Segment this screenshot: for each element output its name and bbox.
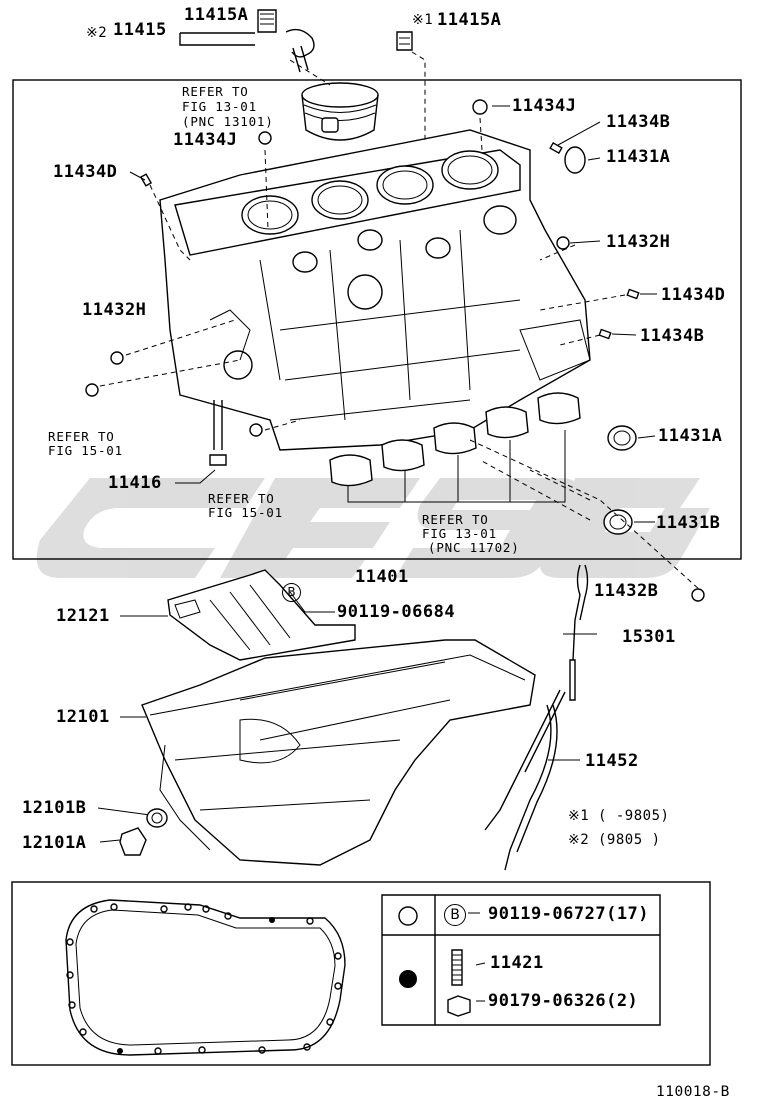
block-assembly-frame — [12, 79, 742, 560]
oil-jet-illustration — [257, 9, 413, 73]
note-2-range: (9805 ) — [598, 832, 661, 848]
part-label-11434d-left: 11434D — [53, 162, 118, 182]
figure-code: 110018-B — [656, 1084, 730, 1100]
part-label-11432h-left: 11432H — [82, 300, 147, 320]
part-label-11415a-right: 11415A — [437, 10, 502, 30]
nut-icon — [447, 995, 471, 1017]
ref-fig-13-01-b-line2: FIG 13-01 — [422, 526, 497, 541]
part-label-15301: 15301 — [622, 627, 676, 647]
part-label-12101: 12101 — [56, 707, 110, 727]
note-mark-2: ※2 — [86, 25, 108, 41]
part-label-11415a-left: 11415A — [184, 5, 249, 25]
part-label-11431a-top: 11431A — [606, 147, 671, 167]
part-label-11431b: 11431B — [656, 513, 721, 533]
ref-fig-15-01-a-line1: REFER TO — [48, 429, 115, 444]
part-label-12121: 12121 — [56, 606, 110, 626]
part-label-11432b: 11432B — [594, 581, 659, 601]
ref-fig-13-01-b-line3: (PNC 11702) — [428, 540, 520, 555]
ref-fig-13-01-line2: FIG 13-01 — [182, 99, 257, 114]
part-label-11434d-right: 11434D — [661, 285, 726, 305]
legend-part-11421: 11421 — [490, 953, 544, 973]
bearing-shells-illustration — [329, 392, 581, 487]
part-label-90119-06684: 90119-06684 — [337, 602, 456, 622]
filled-hole-symbol — [399, 970, 417, 988]
note-2-mark: ※2 — [568, 832, 590, 848]
gasket-illustration — [65, 899, 346, 1056]
legend-leaders — [468, 912, 486, 1002]
legend-table — [381, 894, 661, 1026]
ref-fig-15-01-b-line1: REFER TO — [208, 491, 275, 506]
baffle-plate-illustration — [167, 569, 356, 661]
ref-fig-13-01-line3: (PNC 13101) — [182, 114, 274, 129]
part-label-11434j-left: 11434J — [173, 130, 238, 150]
part-label-12101b: 12101B — [22, 798, 87, 818]
bolt-marker-b: B — [282, 583, 301, 602]
ref-fig-15-01-a-line2: FIG 15-01 — [48, 443, 123, 458]
seals-illustration — [85, 99, 705, 602]
part-label-12101a: 12101A — [22, 833, 87, 853]
piston-illustration — [301, 82, 379, 141]
part-label-11434j-top: 11434J — [512, 96, 577, 116]
note-1-mark: ※1 — [568, 808, 590, 824]
part-label-11415: 11415 — [113, 20, 167, 40]
drain-plug-illustration — [119, 808, 168, 856]
legend-bolt-marker-b: B — [444, 904, 466, 926]
part-label-11431a-mid: 11431A — [658, 426, 723, 446]
ref-fig-15-01-b-line2: FIG 15-01 — [208, 505, 283, 520]
note-mark-1: ※1 — [412, 12, 434, 28]
cylinder-block-illustration — [159, 129, 591, 451]
dipstick-illustration — [484, 564, 589, 871]
part-label-11434b-top: 11434B — [606, 112, 671, 132]
gasket-legend-frame — [11, 881, 711, 1066]
leader-lines — [97, 32, 701, 843]
note-1-range: ( -9805) — [598, 808, 670, 824]
stud-icon — [451, 949, 463, 986]
part-label-11434b-right: 11434B — [640, 326, 705, 346]
assembly-label-11401: 11401 — [355, 567, 409, 587]
legend-part-90179-06326: 90179-06326(2) — [488, 991, 639, 1011]
watermark-logo — [36, 478, 710, 578]
ref-fig-13-01-b-line1: REFER TO — [422, 512, 489, 527]
ref-fig-13-01-line1: REFER TO — [182, 84, 249, 99]
oil-pan-illustration — [141, 639, 536, 866]
part-label-11432h-right: 11432H — [606, 232, 671, 252]
part-label-11452: 11452 — [585, 751, 639, 771]
part-label-11416: 11416 — [108, 473, 162, 493]
open-hole-symbol — [398, 906, 418, 926]
legend-part-90119-06727: 90119-06727(17) — [488, 904, 650, 924]
